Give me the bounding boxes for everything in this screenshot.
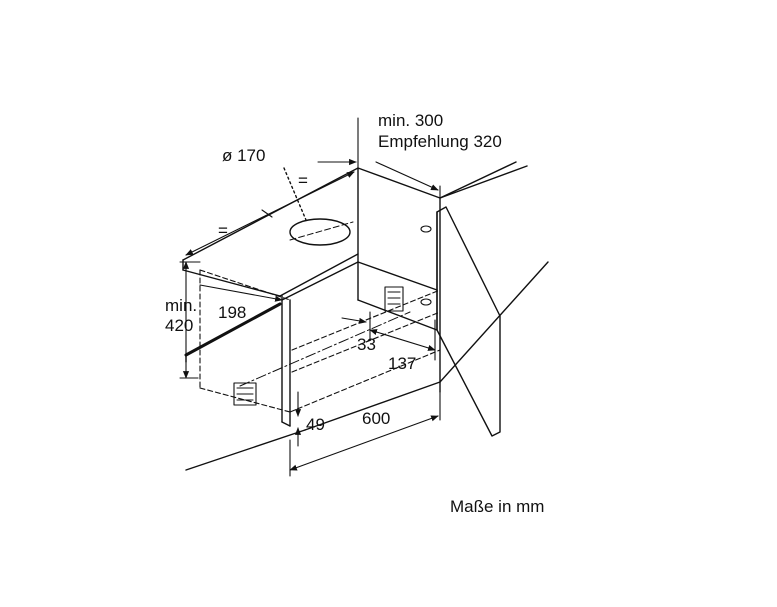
mounting-bracket-front [233,382,257,406]
label-600: 600 [362,409,390,428]
label-equal-1: = [298,171,308,190]
label-420: 420 [165,316,193,335]
exhaust-opening [289,218,351,246]
wall-top-edge [357,161,528,393]
dimension-600 [289,391,441,477]
mounting-bracket-rear [384,225,432,312]
label-33: 33 [357,335,376,354]
dimension-198-line [199,284,283,302]
label-empfehlung-320: Empfehlung 320 [378,132,502,151]
cabinet-bottom-line [185,261,549,471]
hood-outline [199,269,441,413]
cabinet-top-plate [182,167,359,363]
diameter-leader [283,167,307,221]
cabinet-door [436,206,501,437]
hood-centerline [239,311,411,387]
label-49: 49 [306,415,325,434]
dimension-min-300 [317,117,441,199]
label-equal-2: = [218,221,228,240]
dimension-min-420 [179,261,201,379]
label-min-300: min. 300 [378,111,443,130]
back-wall [281,253,438,331]
label-137: 137 [388,354,416,373]
units-caption: Maße in mm [450,497,545,516]
label-min: min. [165,296,197,315]
label-diameter-170: ø 170 [222,146,265,165]
dimension-33-137 [341,311,436,361]
cabinet-side-panel [281,295,291,427]
label-198: 198 [218,303,246,322]
dimension-equal [185,171,355,256]
